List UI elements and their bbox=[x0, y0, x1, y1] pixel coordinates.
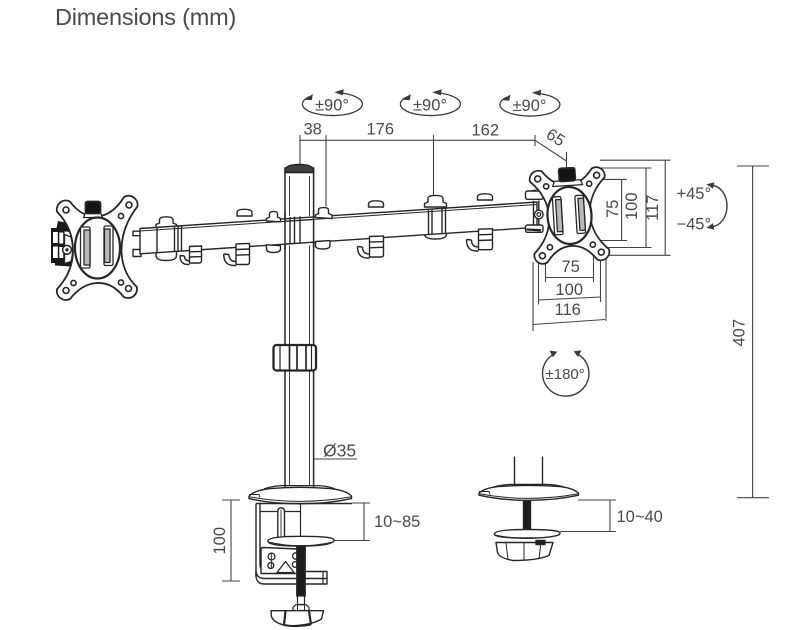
svg-text:±90°: ±90° bbox=[413, 97, 447, 115]
svg-text:100: 100 bbox=[211, 527, 229, 555]
svg-text:162: 162 bbox=[472, 122, 500, 140]
svg-text:65: 65 bbox=[543, 125, 568, 150]
svg-text:±180°: ±180° bbox=[546, 366, 585, 383]
svg-text:Ø35: Ø35 bbox=[323, 441, 356, 461]
svg-text:10~85: 10~85 bbox=[374, 513, 420, 531]
svg-text:117: 117 bbox=[644, 195, 662, 221]
svg-text:±90°: ±90° bbox=[315, 97, 349, 115]
svg-text:−45°: −45° bbox=[677, 216, 712, 234]
svg-text:75: 75 bbox=[604, 200, 622, 218]
svg-text:38: 38 bbox=[304, 121, 322, 139]
svg-text:Dimensions (mm): Dimensions (mm) bbox=[55, 4, 236, 30]
svg-text:176: 176 bbox=[367, 121, 395, 139]
svg-text:+45°: +45° bbox=[677, 185, 712, 203]
svg-text:10~40: 10~40 bbox=[617, 508, 663, 526]
svg-text:407: 407 bbox=[731, 319, 749, 347]
svg-text:100: 100 bbox=[556, 281, 584, 299]
svg-text:116: 116 bbox=[555, 301, 581, 319]
svg-text:100: 100 bbox=[623, 192, 641, 220]
svg-text:75: 75 bbox=[562, 258, 580, 276]
svg-text:±90°: ±90° bbox=[513, 97, 547, 115]
